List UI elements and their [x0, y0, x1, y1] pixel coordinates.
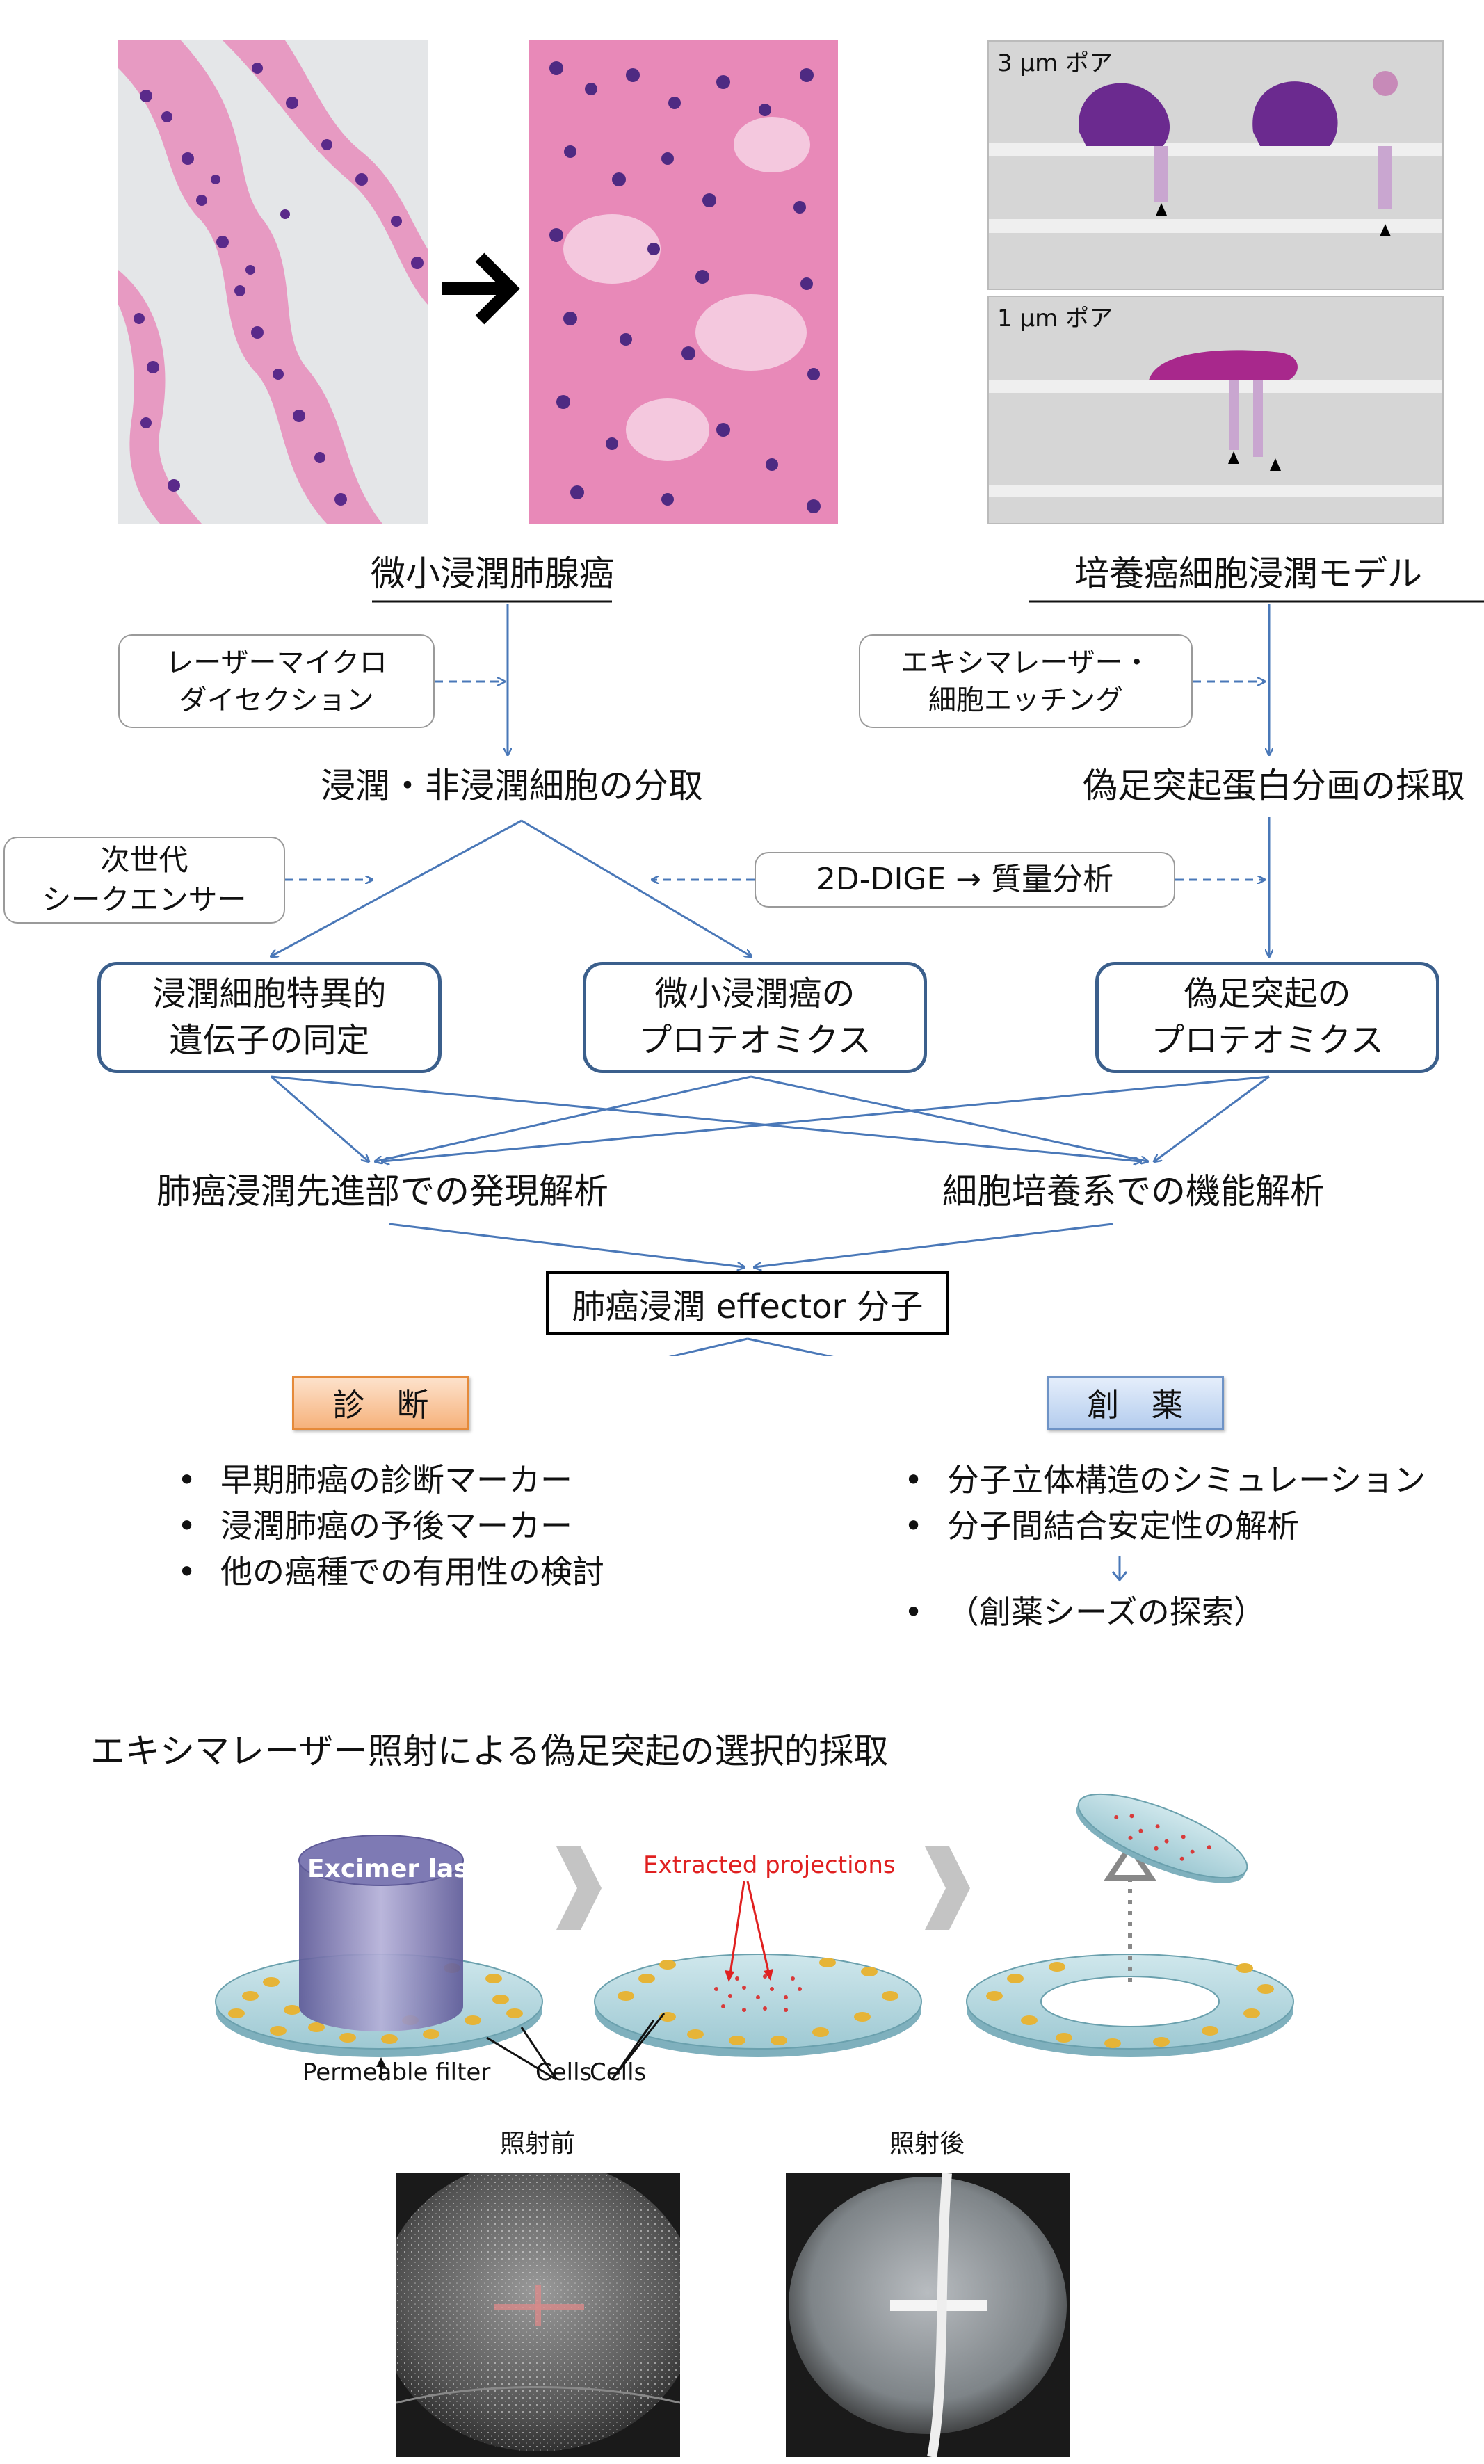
right-step: 偽足突起蛋白分画の採取 [1083, 766, 1465, 806]
expression-analysis: 肺癌浸潤先進部での発現解析 [156, 1171, 608, 1211]
diagnosis-item: 他の癌種での有用性の検討 [177, 1549, 604, 1595]
box-microinvasive-proteomics: 微小浸潤癌の プロテオミクス [583, 962, 927, 1073]
permeable-filter-label: Permeable filter [303, 2059, 491, 2086]
after-irradiation-label: 照射後 [889, 2129, 965, 2158]
laser-micro-line2: ダイセクション [179, 684, 374, 716]
excimer-laser-cylinder [298, 1835, 464, 2031]
box-pc-line2: プロテオミクス [638, 1021, 871, 1060]
left-title: 微小浸潤肺腺癌 [371, 554, 614, 594]
diagnosis-item: 早期肺癌の診断マーカー [177, 1457, 604, 1503]
drug-discovery-box: 創 薬 [1047, 1376, 1224, 1430]
diagnosis-box: 診 断 [292, 1376, 469, 1430]
drug-label: 創 薬 [1087, 1386, 1184, 1424]
effector-label: 肺癌浸潤 effector 分子 [572, 1287, 924, 1326]
left-step: 浸潤・非浸潤細胞の分取 [321, 766, 703, 806]
ngs-box: 次世代 シークエンサー [3, 837, 285, 924]
box-pc-line1: 微小浸潤癌の [654, 974, 855, 1013]
diagnosis-item: 浸潤肺癌の予後マーカー [177, 1503, 604, 1549]
box-invasive-gene-identification: 浸潤細胞特異的 遺伝子の同定 [97, 962, 442, 1073]
cells-label-2: Cells [590, 2059, 647, 2086]
excimer-line2: 細胞エッチング [928, 684, 1123, 716]
pore-1um-label: 1 µm ポア [997, 305, 1113, 332]
histology-image-left [118, 40, 428, 524]
before-irradiation-photo [396, 2173, 680, 2457]
excimer-etching-box: エキシマレーザー・ 細胞エッチング [859, 634, 1193, 728]
right-arrow-icon [438, 250, 522, 330]
box-pp-line1: 偽足突起の [1184, 974, 1351, 1013]
box-pseudopod-proteomics: 偽足突起の プロテオミクス [1095, 962, 1439, 1073]
filter-disc-3-ring [966, 1954, 1294, 2057]
excimer-line1: エキシマレーザー・ [901, 646, 1151, 679]
after-irradiation-photo [786, 2173, 1070, 2457]
cells-label-1: Cells [535, 2059, 592, 2086]
box-gene-line2: 遺伝子の同定 [169, 1021, 370, 1060]
box-pp-line2: プロテオミクス [1151, 1021, 1384, 1060]
ngs-line1: 次世代 [100, 842, 188, 877]
functional-analysis: 細胞培養系での機能解析 [942, 1171, 1325, 1211]
excimer-section-title: エキシマレーザー照射による偽足突起の選択的採取 [90, 1731, 889, 1771]
pore-panel-1um: 1 µm ポア [987, 296, 1444, 524]
laser-microdissection-box: レーザーマイクロ ダイセクション [118, 634, 435, 728]
dige-box: 2D-DIGE → 質量分析 [755, 852, 1175, 908]
filter-disc-2 [594, 1954, 922, 2057]
extracted-projections-label: Extracted projections [643, 1851, 896, 1879]
laser-micro-line1: レーザーマイクロ [166, 646, 387, 679]
excimer-schematic [215, 1793, 1294, 2081]
flow-connectors [0, 600, 1484, 1356]
ngs-line2: シークエンサー [42, 882, 247, 917]
pore-panel-3um: 3 µm ポア [987, 40, 1444, 290]
diagnosis-label: 診 断 [332, 1386, 429, 1424]
drug-result-list: （創薬シーズの探索） [904, 1589, 1266, 1635]
drug-result: （創薬シーズの探索） [904, 1589, 1266, 1635]
drug-item: 分子立体構造のシミュレーション [904, 1457, 1426, 1503]
effector-box: 肺癌浸潤 effector 分子 [546, 1271, 949, 1335]
drug-list: 分子立体構造のシミュレーション 分子間結合安定性の解析 [904, 1457, 1426, 1549]
dige-label: 2D-DIGE → 質量分析 [816, 862, 1114, 898]
drug-item: 分子間結合安定性の解析 [904, 1503, 1426, 1549]
before-irradiation-label: 照射前 [499, 2129, 576, 2158]
diagnosis-list: 早期肺癌の診断マーカー 浸潤肺癌の予後マーカー 他の癌種での有用性の検討 [177, 1457, 604, 1595]
pore-3um-label: 3 µm ポア [997, 49, 1113, 77]
lifted-disc [1076, 1793, 1248, 1883]
excimer-laser-label: Excimer laser [307, 1855, 498, 1883]
box-gene-line1: 浸潤細胞特異的 [152, 974, 387, 1013]
histology-image-right [529, 40, 838, 524]
down-arrow-icon [1109, 1555, 1130, 1586]
right-title: 培養癌細胞浸潤モデル [1074, 554, 1422, 594]
